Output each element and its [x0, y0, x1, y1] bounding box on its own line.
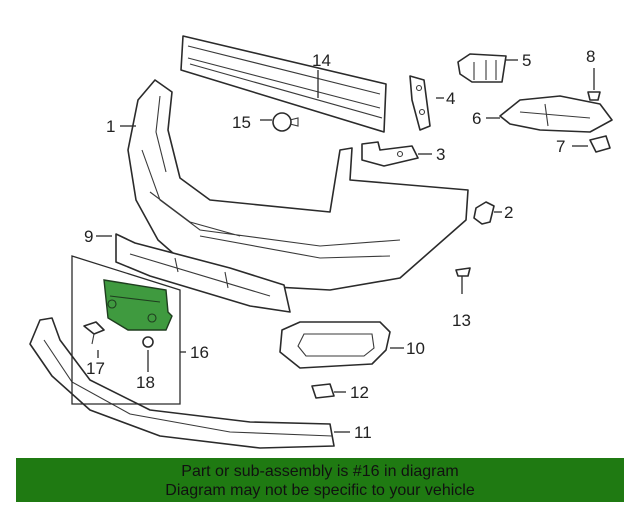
part-15-push-pin: [272, 112, 299, 132]
parts-diagram: 14 1 15 4 5 8 6 7 3 2 9 13 16 17 18 10 1…: [29, 35, 613, 449]
callout-9: 9: [84, 227, 93, 246]
callout-6: 6: [472, 109, 481, 128]
callout-2: 2: [504, 203, 513, 222]
part-11-lower-fascia: [29, 317, 335, 449]
callout-16: 16: [190, 343, 209, 362]
banner-line-2: Diagram may not be specific to your vehi…: [165, 482, 475, 499]
callout-7: 7: [556, 137, 565, 156]
callout-15: 15: [232, 113, 251, 132]
part-6-air-deflector: [499, 95, 613, 133]
part-7-nut: [589, 135, 611, 153]
part-13-bolt: [455, 267, 471, 294]
part-18-screw: [142, 336, 154, 348]
callout-3: 3: [436, 145, 445, 164]
callout-1: 1: [106, 117, 115, 136]
part-1-upper-fascia: [127, 79, 469, 291]
part-3-bracket: [361, 141, 419, 167]
part-17-screw: [83, 321, 105, 345]
callout-8: 8: [586, 47, 595, 66]
info-banner: Part or sub-assembly is #16 in diagram D…: [16, 458, 624, 502]
callout-13: 13: [452, 311, 471, 330]
callout-12: 12: [350, 383, 369, 402]
part-16-license-bracket: [71, 255, 181, 405]
callout-11: 11: [354, 423, 372, 442]
part-9-lower-grille: [115, 233, 291, 313]
callout-4: 4: [446, 89, 455, 108]
leader-lines: [96, 59, 588, 433]
part-4-bracket: [409, 75, 431, 131]
callout-labels: 14 1 15 4 5 8 6 7 3 2 9 13 16 17 18 10 1…: [84, 47, 595, 442]
callout-18: 18: [136, 373, 155, 392]
banner-line-1: Part or sub-assembly is #16 in diagram: [181, 463, 459, 480]
callout-17: 17: [86, 359, 105, 378]
part-10-fog-bezel: [279, 321, 391, 369]
part-12-clip: [311, 383, 335, 399]
callout-14: 14: [312, 51, 331, 70]
part-2-retainer: [473, 201, 495, 225]
callout-5: 5: [522, 51, 531, 70]
callout-10: 10: [406, 339, 425, 358]
part-5-bracket: [457, 53, 507, 83]
part-14-impact-bar: [180, 35, 387, 133]
part-8-bolt: [587, 68, 601, 101]
